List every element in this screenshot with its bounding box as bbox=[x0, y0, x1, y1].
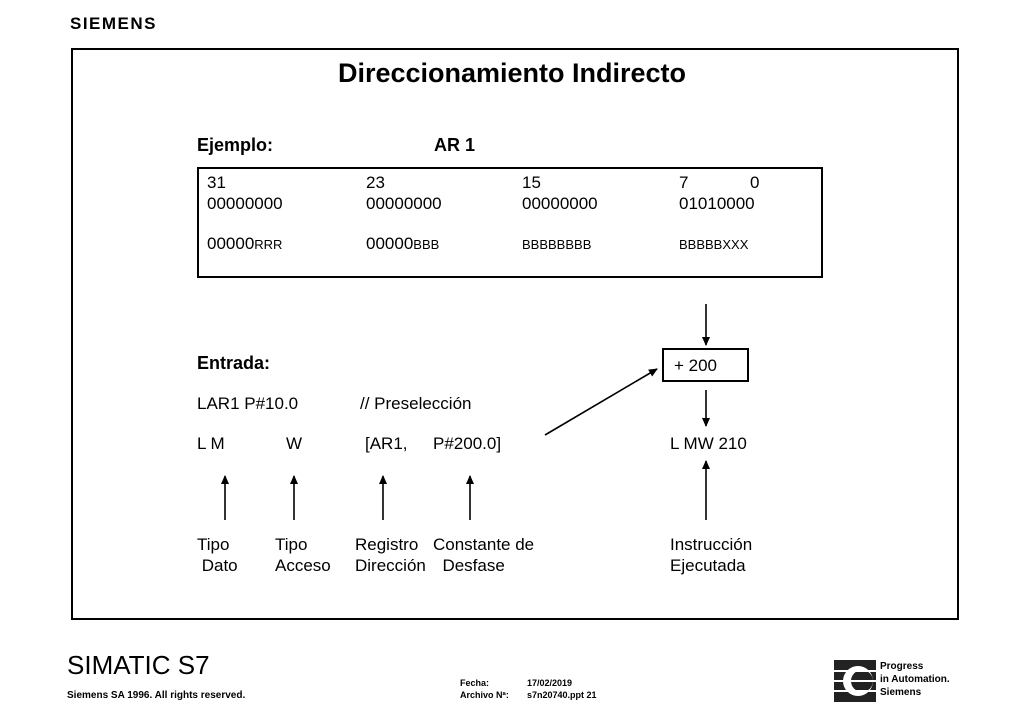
code-comment: // Preselección bbox=[360, 394, 472, 413]
register-byte: 00000000 bbox=[207, 194, 283, 213]
siemens-logo-text: SIEMENS bbox=[70, 14, 158, 33]
file-label: Archivo Nª: bbox=[460, 690, 509, 700]
offset-box bbox=[662, 348, 749, 382]
bit-number: 7 bbox=[679, 173, 689, 192]
register-format: BBBBBBBB bbox=[522, 237, 592, 252]
offset-value: + 200 bbox=[674, 356, 718, 375]
register-byte: 01010000 bbox=[679, 194, 755, 213]
file-value: s7n20740.ppt 21 bbox=[527, 690, 597, 700]
arrow-diagonal-icon bbox=[544, 368, 658, 436]
register-format: 00000BBB bbox=[366, 234, 440, 253]
register-format: 00000RRR bbox=[207, 234, 283, 253]
label-constante: Constante de Desfase bbox=[433, 535, 535, 575]
code-offset: P#200.0] bbox=[433, 434, 502, 453]
code-result: L MW 210 bbox=[670, 434, 747, 453]
code-instruction: LAR1 P#10.0 bbox=[197, 394, 299, 413]
copyright: Siemens SA 1996. All rights reserved. bbox=[67, 690, 246, 701]
register-byte: 00000000 bbox=[366, 194, 442, 213]
code-operation: L M bbox=[197, 434, 225, 453]
register-format: BBBBBXXX bbox=[679, 237, 749, 252]
slide-title: Direccionamiento Indirecto bbox=[337, 58, 687, 88]
product-name: SIMATIC S7 bbox=[67, 650, 210, 680]
bit-number: 0 bbox=[750, 173, 760, 192]
entry-label: Entrada: bbox=[197, 353, 271, 373]
date-label: Fecha: bbox=[460, 678, 490, 688]
register-byte: 00000000 bbox=[522, 194, 598, 213]
date-value: 17/02/2019 bbox=[527, 678, 573, 688]
register-name: AR 1 bbox=[434, 135, 476, 155]
slide-frame bbox=[71, 48, 959, 620]
code-access: W bbox=[286, 434, 303, 453]
register-box bbox=[197, 167, 823, 278]
label-tipo-dato: Tipo Dato bbox=[197, 535, 238, 575]
progress-logo-icon bbox=[834, 660, 876, 702]
example-label: Ejemplo: bbox=[197, 135, 274, 155]
bit-number: 15 bbox=[522, 173, 541, 192]
bit-number: 31 bbox=[207, 173, 226, 192]
slogan: Progress in Automation. Siemens bbox=[880, 661, 950, 698]
code-register: [AR1, bbox=[365, 434, 408, 453]
bit-number: 23 bbox=[366, 173, 385, 192]
